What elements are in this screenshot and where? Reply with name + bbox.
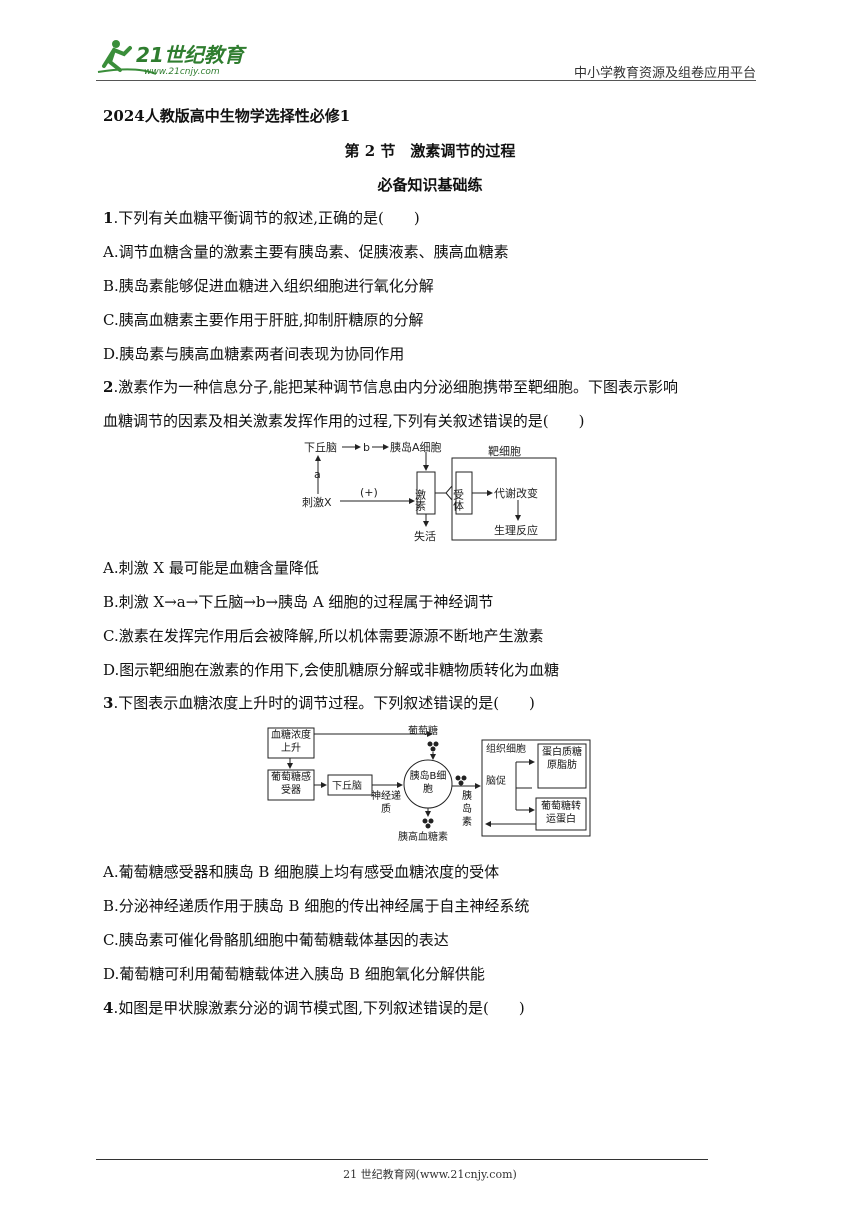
book-title: 2024人教版高中生物学选择性必修1 — [103, 107, 351, 125]
diagram2-transporter-box — [535, 797, 587, 831]
question-2-stem-cont: 血糖调节的因素及相关激素发挥作用的过程,下列有关叙述错误的是( ) — [103, 412, 585, 430]
option: C.胰高血糖素主要作用于肝脏,抑制肝糖原的分解 — [103, 311, 424, 329]
diagram2-products: 蛋白质糖原脂肪 — [542, 747, 582, 771]
question-number: 2 — [103, 378, 114, 396]
question-text: .下列有关血糖平衡调节的叙述,正确的是( ) — [113, 209, 420, 227]
diagram1-response: 生理反应 — [494, 523, 538, 537]
question-2-stem: 2.激素作为一种信息分子,能把某种调节信息由内分泌细胞携带至靶细胞。下图表示影响 — [103, 376, 678, 397]
question-text: .如图是甲状腺激素分泌的调节模式图,下列叙述错误的是( ) — [113, 999, 525, 1017]
diagram2-glucose: 葡萄糖 — [408, 724, 438, 737]
diagram2-tissue-cell: 组织细胞 — [486, 742, 526, 755]
diagram2-sensor-box — [267, 769, 315, 801]
option: C.激素在发挥完作用后会被降解,所以机体需要源源不断地产生激素 — [103, 627, 544, 645]
option: A.调节血糖含量的激素主要有胰岛素、促胰液素、胰高血糖素 — [103, 243, 509, 261]
glucose-regulation-diagram: 血糖浓度上升 葡萄糖 葡萄糖感受器 下丘脑 神经递质 胰岛B细胞 胰高血糖素 胰… — [267, 724, 591, 843]
diagram1-inactivate: 失活 — [414, 530, 436, 543]
question-text: .激素作为一种信息分子,能把某种调节信息由内分泌细胞携带至靶细胞。下图表示影响 — [113, 378, 678, 396]
diagram1-hypothalamus: 下丘脑 — [304, 441, 337, 454]
diagram2-insulin: 胰岛素 — [462, 791, 472, 828]
option: B.胰岛素能够促进血糖进入组织细胞进行氧化分解 — [103, 277, 434, 295]
footer-text: 21 世纪教育网(www.21cnjy.com) — [343, 1168, 517, 1181]
diagram1-plus: (+) — [360, 486, 378, 499]
section-title: 第 2 节 激素调节的过程 — [344, 142, 516, 160]
diagram2-islet-b: 胰岛B细胞 — [409, 771, 447, 795]
platform-name: 中小学教育资源及组卷应用平台 — [573, 66, 756, 81]
diagram1-target-cell: 靶细胞 — [488, 445, 521, 458]
diagram2-transporter: 葡萄糖转运蛋白 — [541, 801, 581, 825]
diagram2-glucose-rise-box — [267, 727, 315, 759]
option: D.图示靶细胞在激素的作用下,会使肌糖原分解或非糖物质转化为血糖 — [103, 661, 560, 679]
question-1-stem: 1.下列有关血糖平衡调节的叙述,正确的是( ) — [103, 207, 420, 228]
runner-logo-icon — [97, 40, 157, 75]
diagram2-glucagon: 胰高血糖素 — [398, 830, 448, 843]
question-number: 4 — [103, 999, 114, 1017]
option: A.葡萄糖感受器和胰岛 B 细胞膜上均有感受血糖浓度的受体 — [103, 863, 500, 881]
diagram1-b: b — [363, 441, 370, 454]
header-divider — [96, 80, 756, 81]
diagram2-neurotransmitter: 神经递质 — [371, 791, 401, 815]
question-number: 1 — [103, 209, 114, 227]
question-4-stem: 4.如图是甲状腺激素分泌的调节模式图,下列叙述错误的是( ) — [103, 997, 525, 1018]
diagram1-hormone: 激素 — [414, 488, 427, 511]
logo-url-text: www.21cnjy.com — [144, 67, 220, 77]
logo-text: 21世纪教育 — [136, 43, 247, 67]
diagram2-products-box — [537, 743, 587, 789]
diagram2-glucose-rise: 血糖浓度上升 — [271, 730, 311, 754]
diagram1-metabolism: 代谢改变 — [494, 486, 538, 500]
diagram2-hypothalamus: 下丘脑 — [332, 779, 362, 792]
option: D.胰岛素与胰高血糖素两者间表现为协同作用 — [103, 345, 405, 363]
site-logo: 21世纪教育 www.21cnjy.com — [97, 40, 247, 77]
option: B.刺激 X→a→下丘脑→b→胰岛 A 细胞的过程属于神经调节 — [103, 593, 494, 611]
diagram2-sensor: 葡萄糖感受器 — [271, 772, 311, 796]
diagram1-a: a — [314, 468, 321, 481]
hormone-regulation-diagram: 下丘脑 b 胰岛A细胞 a 刺激X (+) 激素 失活 靶细胞 受体 代谢改变 … — [302, 440, 557, 543]
option: C.胰岛素可催化骨骼肌细胞中葡萄糖载体基因的表达 — [103, 931, 449, 949]
diagram1-islet-a: 胰岛A细胞 — [390, 440, 442, 454]
question-text: .下图表示血糖浓度上升时的调节过程。下列叙述错误的是( ) — [113, 694, 535, 712]
option: D.葡萄糖可利用葡萄糖载体进入胰岛 B 细胞氧化分解供能 — [103, 965, 485, 983]
question-3-stem: 3.下图表示血糖浓度上升时的调节过程。下列叙述错误的是( ) — [103, 692, 535, 713]
question-number: 3 — [103, 694, 114, 712]
option: B.分泌神经递质作用于胰岛 B 细胞的传出神经属于自主神经系统 — [103, 897, 530, 915]
diagram1-stimulus: 刺激X — [302, 495, 332, 509]
option: A.刺激 X 最可能是血糖含量降低 — [103, 559, 319, 577]
footer-divider — [96, 1159, 708, 1160]
diagram1-receptor: 受体 — [452, 489, 465, 511]
subsection-title: 必备知识基础练 — [377, 176, 483, 194]
diagram2-promote: 脑促 — [486, 774, 506, 787]
